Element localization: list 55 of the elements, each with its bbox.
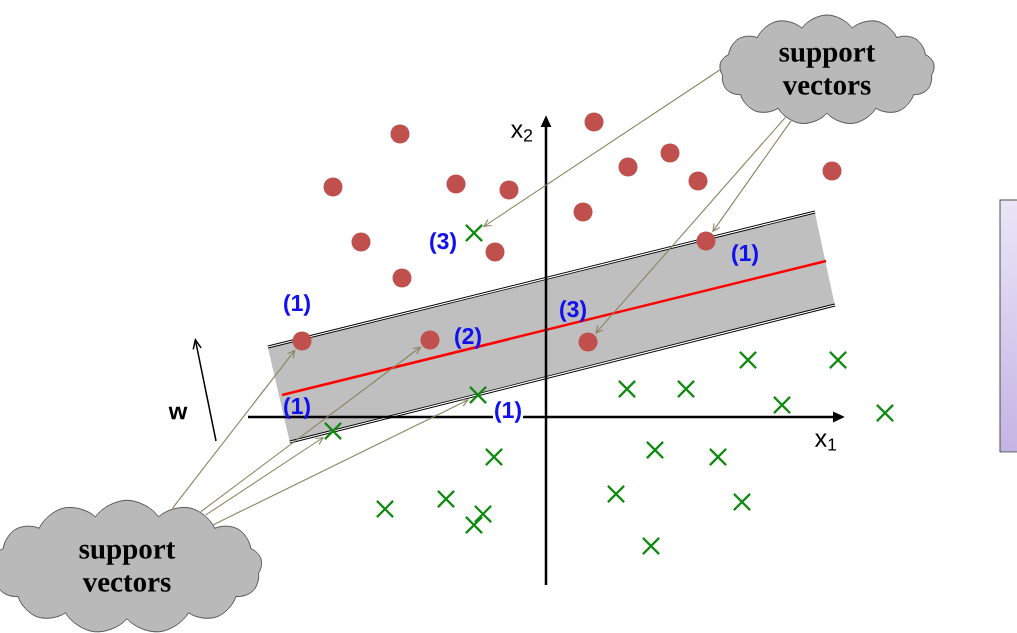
data-point — [464, 223, 484, 243]
vector-label: w — [168, 406, 188, 420]
data-point — [375, 499, 395, 519]
data-point — [468, 385, 488, 405]
data-point — [738, 350, 758, 370]
data-point — [641, 536, 661, 556]
cloud: support vectors — [719, 14, 935, 124]
arrow — [595, 116, 786, 334]
data-point — [323, 421, 343, 441]
data-point — [578, 332, 598, 352]
data-point — [618, 157, 638, 177]
cloud: support vectors — [0, 499, 262, 633]
data-point — [688, 171, 708, 191]
callout-number: (1) — [284, 397, 310, 419]
data-point — [708, 447, 728, 467]
arrow — [212, 399, 469, 526]
data-point — [676, 379, 696, 399]
axis-label: x$_{1}$ — [814, 433, 836, 451]
data-point — [484, 447, 504, 467]
data-point — [420, 330, 440, 350]
data-point — [875, 403, 895, 423]
callout-number: (3) — [430, 232, 456, 254]
data-point — [323, 177, 343, 197]
data-point — [292, 331, 312, 351]
data-point — [392, 268, 412, 288]
data-point — [772, 395, 792, 415]
data-point — [499, 180, 519, 200]
data-point — [390, 124, 410, 144]
callout-number: (1) — [732, 244, 758, 266]
callout-number: (3) — [560, 300, 586, 322]
data-point — [645, 440, 665, 460]
arrow — [482, 69, 721, 228]
axis-label: x$_{2}$ — [510, 124, 532, 142]
data-point — [696, 231, 716, 251]
data-point — [617, 379, 637, 399]
callout-number: (1) — [495, 401, 521, 423]
data-point — [828, 350, 848, 370]
arrow — [171, 349, 296, 509]
data-point — [464, 515, 484, 535]
data-point — [732, 492, 752, 512]
data-point — [351, 232, 371, 252]
arrow — [205, 436, 325, 516]
callout-number: (2) — [455, 327, 481, 349]
arrow — [712, 120, 792, 233]
data-point — [584, 112, 604, 132]
arrow — [200, 346, 422, 513]
data-point — [822, 161, 842, 181]
data-point — [436, 489, 456, 509]
data-point — [573, 202, 593, 222]
data-point — [606, 484, 626, 504]
data-point — [660, 143, 680, 163]
data-point — [473, 504, 493, 524]
data-point — [485, 242, 505, 262]
callout-number: (1) — [284, 294, 310, 316]
data-point — [446, 174, 466, 194]
